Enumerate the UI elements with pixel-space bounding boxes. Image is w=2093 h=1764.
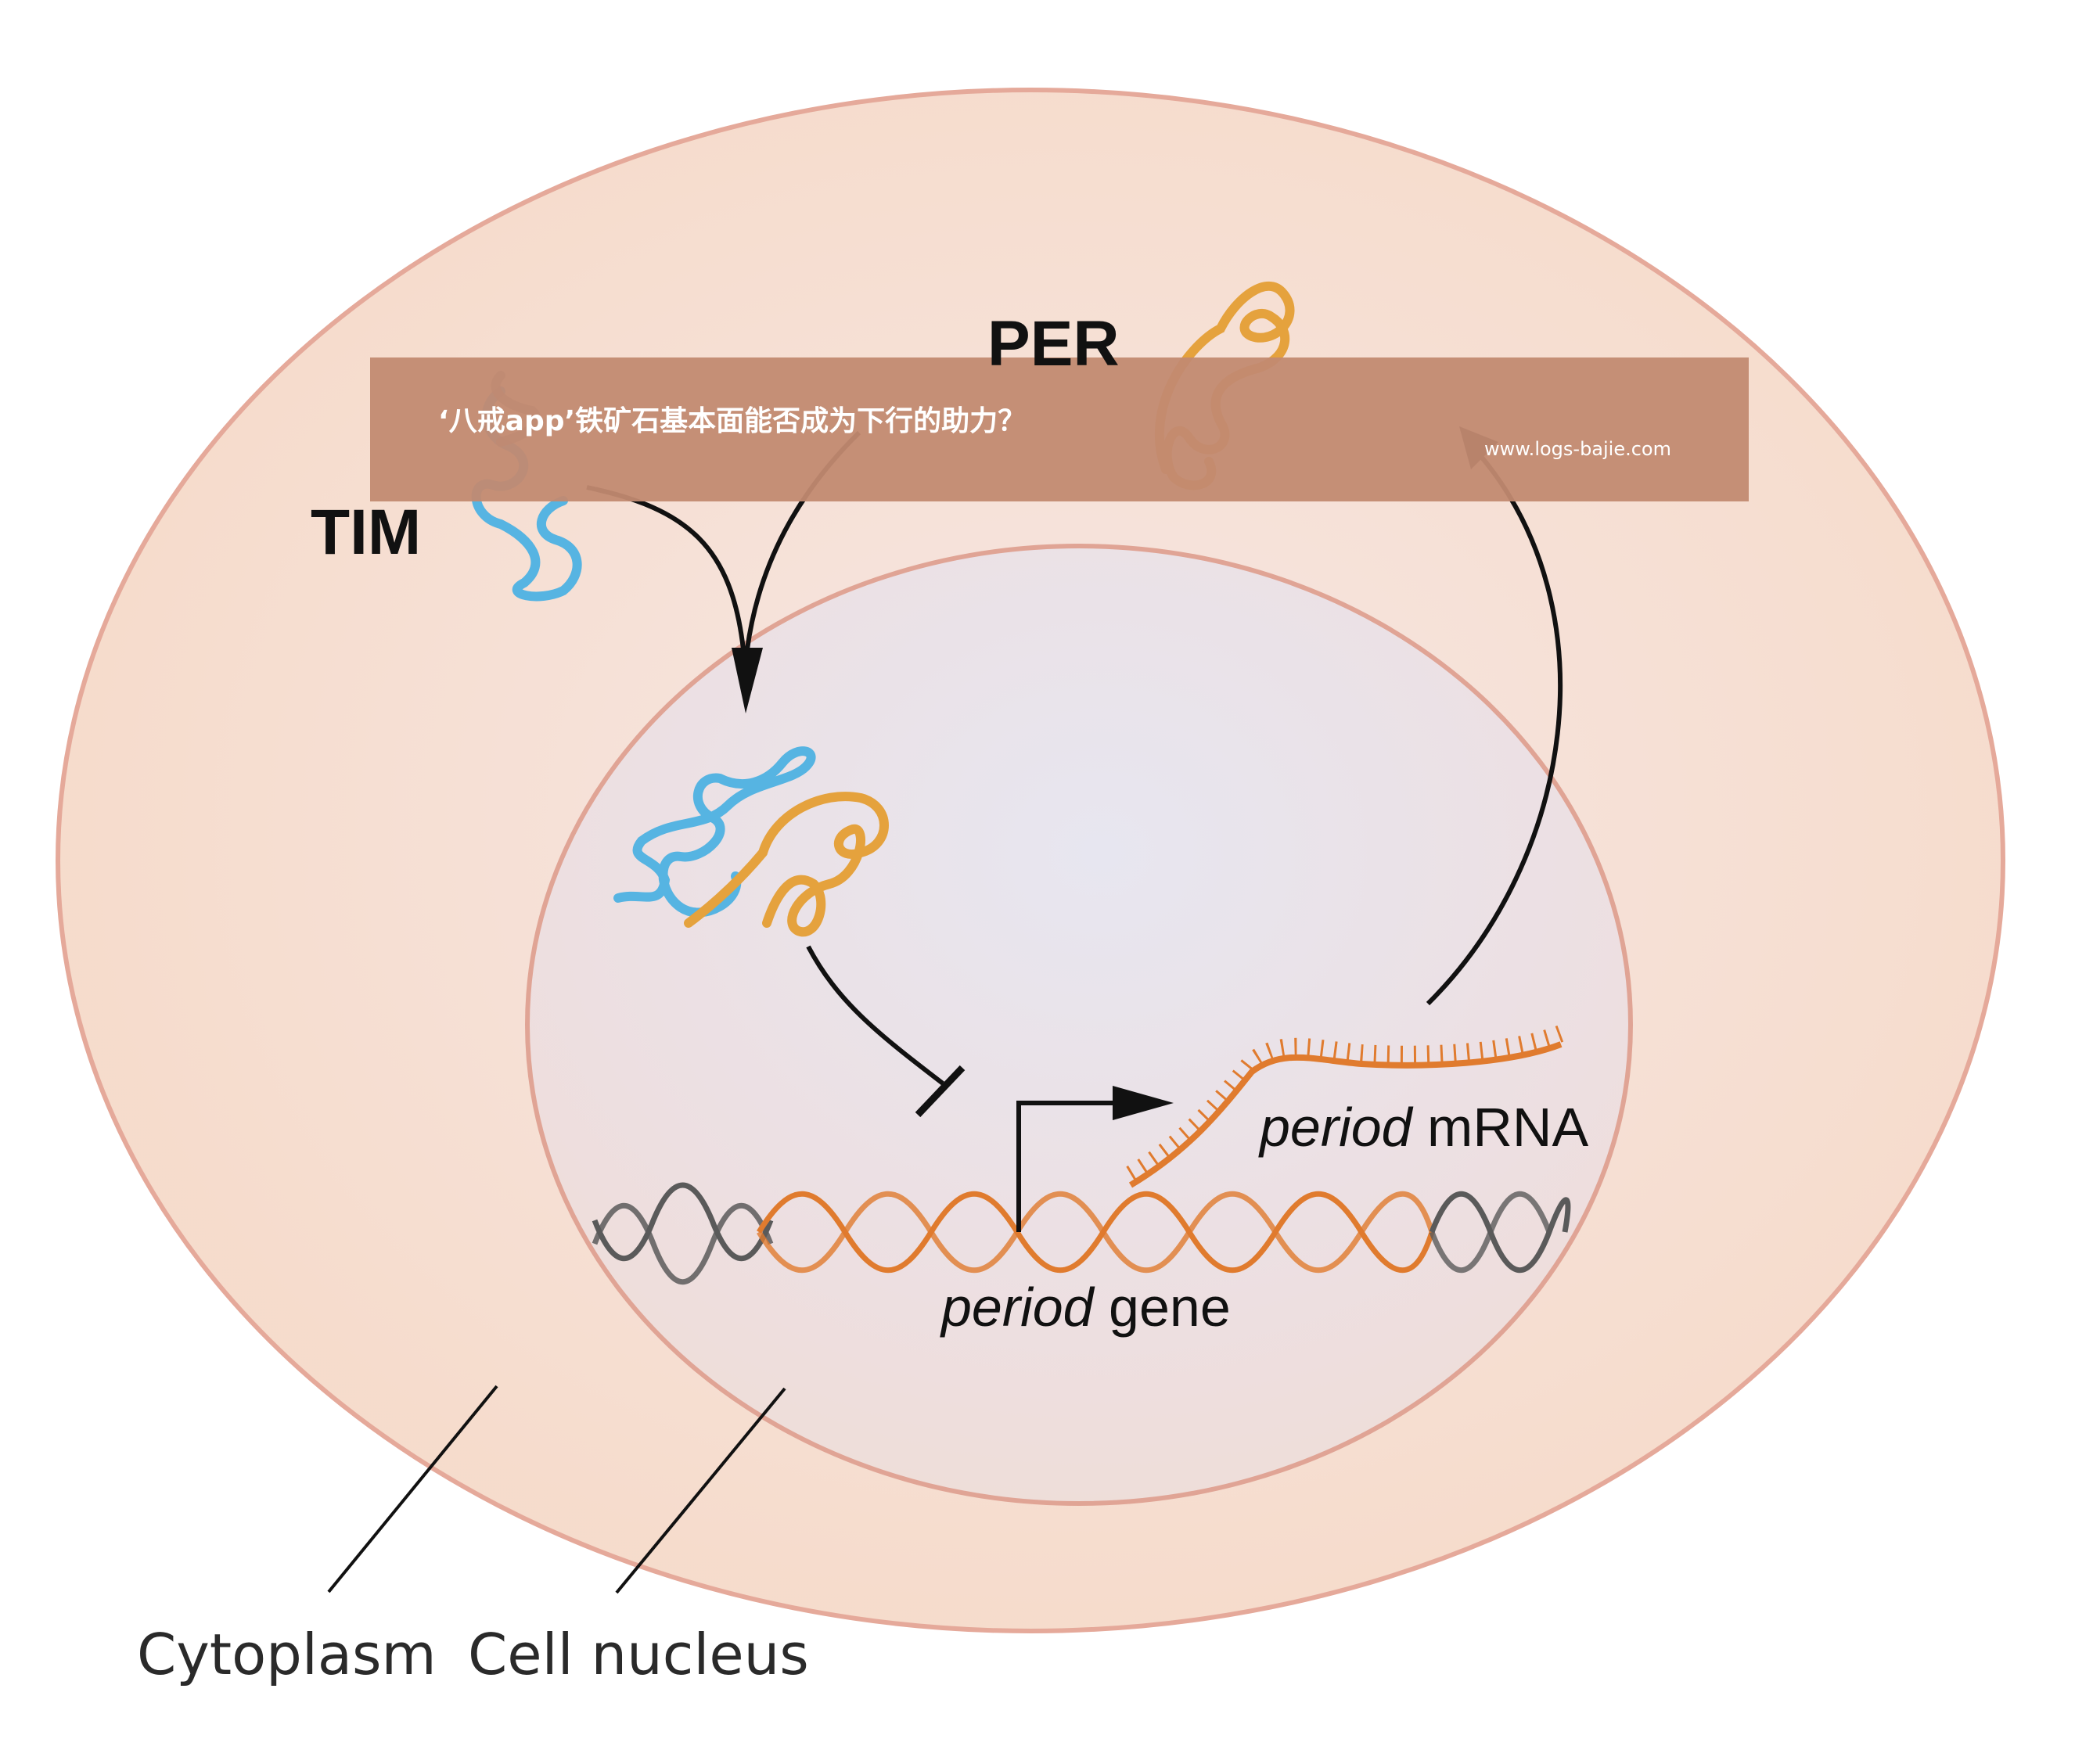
gene-label-rest: gene (1094, 1277, 1231, 1338)
mrna-strand-icon (1126, 1025, 1564, 1188)
gene-label: period gene (940, 1277, 1231, 1338)
banner-url: www.logs-bajie.com (1484, 438, 1671, 460)
inhibition-arrow (806, 945, 966, 1118)
nucleus-label: Cell nucleus (468, 1622, 809, 1687)
gene-label-italic: period (940, 1277, 1095, 1338)
transcription-arrow (1016, 1086, 1174, 1232)
per-label: PER (987, 308, 1120, 379)
nucleus-pointer-line (615, 1387, 786, 1594)
cell-nucleus (525, 544, 1633, 1506)
mrna-label: period mRNA (1258, 1097, 1588, 1158)
banner-title: ‘八戒app’铁矿石基本面能否成为下行的助力？ (438, 405, 1026, 437)
mrna-label-rest: mRNA (1412, 1097, 1589, 1158)
cytoplasm-label: Cytoplasm (137, 1622, 437, 1687)
mrna-label-italic: period (1258, 1097, 1414, 1158)
watermark-banner: ‘八戒app’铁矿石基本面能否成为下行的助力？ www.logs-bajie.c… (370, 357, 1749, 501)
dna-helix-icon (592, 1182, 1571, 1284)
per-tim-complex-icon (613, 746, 889, 937)
tim-label: TIM (311, 497, 421, 568)
cytoplasm-pointer-line (327, 1385, 498, 1593)
